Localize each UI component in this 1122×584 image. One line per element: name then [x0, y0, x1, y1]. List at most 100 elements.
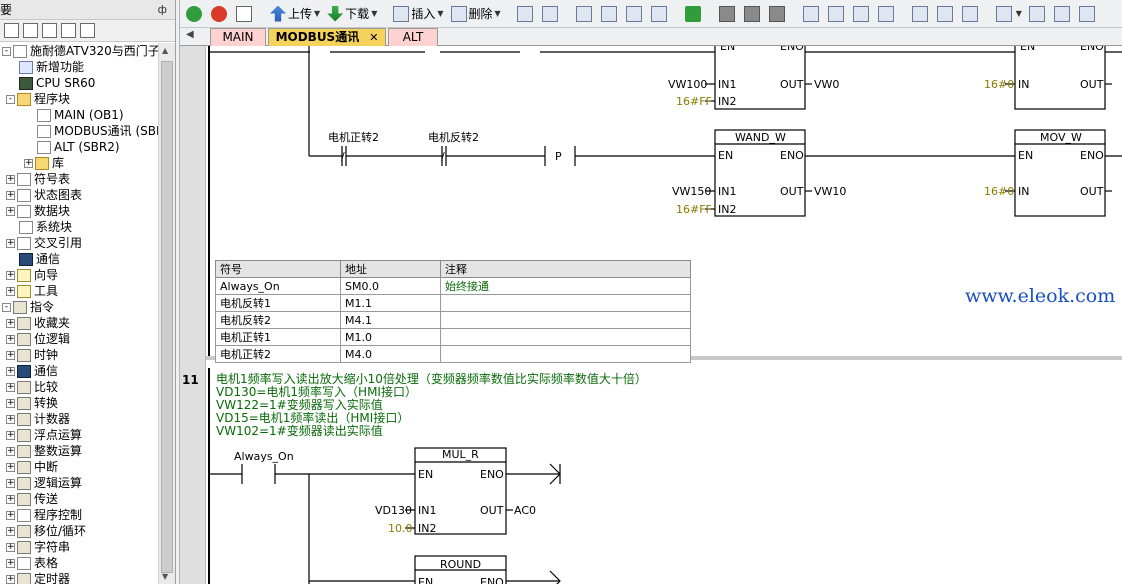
download-button[interactable]: 下载▼ — [325, 3, 379, 25]
expand-icon[interactable]: + — [6, 174, 15, 184]
expand-icon[interactable]: + — [6, 526, 15, 536]
edit-button[interactable] — [1052, 3, 1074, 25]
tab-main[interactable]: MAIN — [210, 28, 266, 46]
tab-scroll-left-icon[interactable]: ◀ — [186, 29, 194, 40]
chevron-down-icon[interactable]: ▼ — [314, 9, 321, 18]
tree-item[interactable]: +工具 — [6, 283, 58, 299]
tree-item[interactable]: +通信 — [6, 363, 58, 379]
edit2-button[interactable] — [1077, 3, 1099, 25]
tree-toolbar-button-2[interactable] — [23, 23, 38, 38]
tree-item[interactable]: +程序控制 — [6, 507, 82, 523]
run-button[interactable] — [184, 3, 206, 25]
expand-icon[interactable]: + — [6, 382, 15, 392]
chevron-down-icon[interactable]: ▼ — [494, 9, 501, 18]
protect-button[interactable] — [717, 3, 739, 25]
branch-down-button[interactable] — [801, 3, 823, 25]
box-button[interactable] — [960, 3, 982, 25]
branch-left-button[interactable] — [851, 3, 873, 25]
tree-item[interactable]: +浮点运算 — [6, 427, 82, 443]
collapse-icon[interactable]: - — [2, 47, 11, 56]
protect2-button[interactable] — [742, 3, 764, 25]
expand-icon[interactable]: + — [6, 398, 15, 408]
status-chart-button[interactable] — [540, 3, 562, 25]
expand-icon[interactable]: + — [6, 366, 15, 376]
tree-toolbar-button-1[interactable] — [4, 23, 19, 38]
ladder-diagram[interactable]: EN ENO EN ENO VW100 IN1 OUT VW0 16#FF IN… — [180, 46, 1122, 584]
ladder-editor[interactable]: EN ENO EN ENO VW100 IN1 OUT VW0 16#FF IN… — [180, 46, 1122, 584]
insert-button[interactable]: 插入▼ — [391, 3, 445, 25]
expand-icon[interactable]: + — [6, 238, 15, 248]
tree-item[interactable]: -指令 — [2, 299, 54, 315]
expand-icon[interactable]: + — [6, 542, 15, 552]
tree-item[interactable]: +时钟 — [6, 347, 58, 363]
expand-icon[interactable]: + — [6, 510, 15, 520]
tree-item[interactable]: +收藏夹 — [6, 315, 70, 331]
expand-icon[interactable]: + — [6, 334, 15, 344]
tree-item[interactable]: +移位/循环 — [6, 523, 86, 539]
tree-item[interactable]: 通信 — [6, 251, 60, 267]
panel-splitter[interactable] — [176, 0, 180, 584]
expand-icon[interactable]: + — [6, 494, 15, 504]
tree-item[interactable]: +逻辑运算 — [6, 475, 82, 491]
compile-button[interactable] — [234, 3, 256, 25]
tree-item[interactable]: +向导 — [6, 267, 58, 283]
tree-item[interactable]: MODBUS通讯 (SBR — [24, 123, 158, 139]
tree-item[interactable]: CPU SR60 — [6, 75, 95, 91]
chevron-down-icon[interactable]: ▼ — [437, 9, 444, 18]
tree-item[interactable]: +库 — [24, 155, 64, 171]
expand-icon[interactable]: + — [6, 270, 15, 280]
tab-alt[interactable]: ALT — [388, 28, 438, 46]
goto-button[interactable] — [683, 3, 705, 25]
scroll-down-icon[interactable]: ▼ — [162, 572, 169, 581]
line-right-button[interactable] — [876, 3, 898, 25]
tree-item[interactable]: -程序块 — [6, 91, 70, 107]
tree-item[interactable]: +整数运算 — [6, 443, 82, 459]
tree-item[interactable]: MAIN (OB1) — [24, 107, 124, 123]
table-button[interactable] — [1027, 3, 1049, 25]
tree-item[interactable]: +位逻辑 — [6, 331, 70, 347]
tree-item[interactable]: +转换 — [6, 395, 58, 411]
tree-item[interactable]: +传送 — [6, 491, 58, 507]
tree-item[interactable]: +定时器 — [6, 571, 70, 584]
tree-item[interactable]: ALT (SBR2) — [24, 139, 120, 155]
network-comment[interactable]: 电机1频率写入读出放大缩小10倍处理（变频器频率数值比实际频率数值大十倍） VD… — [216, 373, 647, 438]
expand-icon[interactable]: + — [24, 158, 33, 168]
tree-item[interactable]: +状态图表 — [6, 187, 82, 203]
branch-up-button[interactable] — [826, 3, 848, 25]
expand-icon[interactable]: + — [6, 446, 15, 456]
clear-bookmarks-button[interactable] — [649, 3, 671, 25]
tree-item[interactable]: +数据块 — [6, 203, 70, 219]
bookmark-button[interactable] — [574, 3, 596, 25]
expand-icon[interactable]: + — [6, 462, 15, 472]
expand-icon[interactable]: + — [6, 318, 15, 328]
tree-toolbar-button-4[interactable] — [61, 23, 76, 38]
tab-modbus[interactable]: MODBUS通讯✕ — [268, 28, 386, 46]
tree-item[interactable]: +比较 — [6, 379, 58, 395]
tree-item[interactable]: +交叉引用 — [6, 235, 82, 251]
key-button[interactable] — [1111, 3, 1122, 25]
contact-button[interactable] — [910, 3, 932, 25]
chevron-down-icon[interactable]: ▼ — [1015, 9, 1022, 18]
tree-toolbar-button-5[interactable] — [80, 23, 95, 38]
tree-item[interactable]: +表格 — [6, 555, 58, 571]
expand-icon[interactable]: + — [6, 558, 15, 568]
prev-bookmark-button[interactable] — [599, 3, 621, 25]
tree-item[interactable]: +计数器 — [6, 411, 70, 427]
tree-item[interactable]: +符号表 — [6, 171, 70, 187]
expand-icon[interactable]: + — [6, 286, 15, 296]
pin-icon[interactable]: ф — [157, 3, 167, 16]
expand-icon[interactable]: + — [6, 414, 15, 424]
collapse-icon[interactable]: - — [6, 95, 15, 104]
expand-icon[interactable]: + — [6, 190, 15, 200]
tree-item[interactable]: 系统块 — [6, 219, 72, 235]
expand-icon[interactable]: + — [6, 574, 15, 584]
collapse-icon[interactable]: - — [2, 303, 11, 312]
tree-item[interactable]: +中断 — [6, 459, 58, 475]
expand-icon[interactable]: + — [6, 430, 15, 440]
expand-icon[interactable]: + — [6, 478, 15, 488]
next-bookmark-button[interactable] — [624, 3, 646, 25]
tree-item[interactable]: 新增功能 — [6, 59, 84, 75]
expand-icon[interactable]: + — [6, 206, 15, 216]
symbol-button[interactable]: ▼ — [994, 3, 1024, 25]
tree-item[interactable]: -施耐德ATV320与西门子-20 — [2, 43, 158, 59]
